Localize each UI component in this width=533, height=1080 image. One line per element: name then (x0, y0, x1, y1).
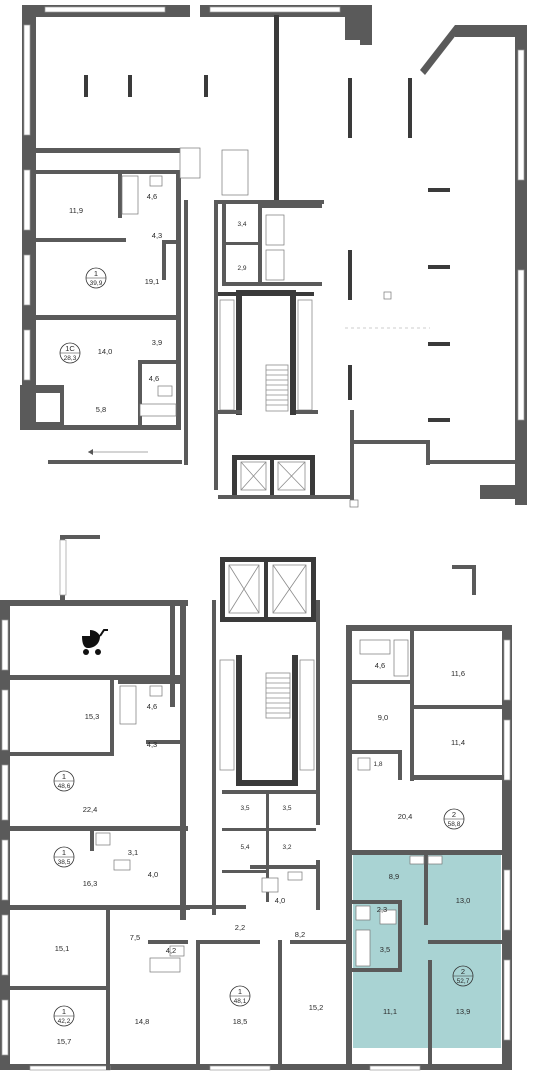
apartment-area: 38,5 (58, 859, 71, 866)
room-area: 4,6 (147, 702, 157, 711)
apartment-area: 58,8 (448, 821, 461, 828)
room-area: 20,4 (398, 812, 413, 821)
room-area: 4,2 (166, 946, 176, 955)
room-area: 15,1 (55, 944, 70, 953)
room-area: 9,0 (378, 713, 388, 722)
apartment-badge: 1 39,9 (85, 267, 107, 289)
apartment-badge: 1 38,5 (53, 846, 75, 868)
apartment-area: 48,1 (234, 998, 247, 1005)
room-area: 11,6 (451, 669, 465, 678)
apartment-rooms: 1 (62, 848, 66, 857)
room-area: 22,4 (83, 805, 98, 814)
room-area: 3,5 (240, 805, 249, 812)
apartment-area: 52,7 (457, 978, 470, 985)
stairs-icon (265, 364, 289, 412)
apartment-rooms: 1 (94, 269, 98, 278)
room-area: 11,1 (383, 1007, 397, 1016)
room-area: 3,9 (152, 338, 162, 347)
room-area: 4,3 (147, 740, 157, 749)
room-area: 13,9 (456, 1007, 471, 1016)
room-area: 14,8 (135, 1017, 150, 1026)
elevator-icon (277, 461, 306, 491)
room-area: 2,2 (235, 923, 245, 932)
apartment-area: 48,6 (58, 783, 71, 790)
elevator-icon (272, 564, 307, 614)
room-area: 1,8 (373, 761, 382, 768)
apartment-rooms: 1 (62, 1007, 66, 1016)
apartment-area: 28,3 (64, 355, 77, 362)
room-area: 4,6 (149, 374, 159, 383)
elevator-icon (240, 461, 267, 491)
room-area: 3,5 (282, 805, 291, 812)
lower-section (0, 557, 512, 1071)
room-area: 16,3 (83, 879, 98, 888)
stairs-icon (265, 672, 291, 719)
apartment-badge: 1 48,6 (53, 770, 75, 792)
room-area: 2,3 (377, 905, 387, 914)
apartment-rooms: 1 (238, 987, 242, 996)
apartment-badge: 1 42,2 (53, 1005, 75, 1027)
apartment-badge: 2 52,7 (452, 965, 474, 987)
room-area: 4,3 (152, 231, 162, 240)
room-area: 4,0 (148, 870, 158, 879)
apartment-rooms: 1 (62, 772, 66, 781)
room-area: 5,4 (240, 844, 249, 851)
apartment-area: 42,2 (58, 1018, 71, 1025)
apartment-rooms: 2 (461, 967, 465, 976)
room-area: 2,9 (237, 265, 246, 272)
room-area: 3,4 (237, 221, 246, 228)
apartment-badge: 1С 28,3 (59, 342, 81, 364)
room-area: 3,5 (380, 945, 390, 954)
room-area: 4,6 (147, 192, 157, 201)
apartment-area: 39,9 (90, 280, 103, 287)
apartment-badge: 2 58,8 (443, 808, 465, 830)
room-area: 4,0 (275, 896, 285, 905)
room-area: 13,0 (456, 896, 471, 905)
room-area: 18,5 (233, 1017, 248, 1026)
room-area: 11,4 (451, 738, 465, 747)
room-area: 4,6 (375, 661, 385, 670)
room-area: 5,8 (96, 405, 106, 414)
apartment-rooms: 1С (65, 344, 75, 353)
room-area: 15,2 (309, 1003, 324, 1012)
room-area: 15,3 (85, 712, 100, 721)
stroller-icon (82, 629, 108, 655)
room-area: 15,7 (57, 1037, 72, 1046)
room-area: 11,9 (69, 206, 83, 215)
room-area: 14,0 (98, 347, 113, 356)
elevator-icon (228, 564, 260, 614)
apartment-rooms: 2 (452, 810, 456, 819)
room-area: 3,1 (128, 848, 138, 857)
apartment-badge: 1 48,1 (229, 985, 251, 1007)
room-area: 8,2 (295, 930, 305, 939)
room-area: 8,9 (389, 872, 399, 881)
upper-section (20, 5, 527, 508)
room-area: 7,5 (130, 933, 140, 942)
room-area: 3,2 (282, 844, 291, 851)
room-area: 19,1 (145, 277, 160, 286)
